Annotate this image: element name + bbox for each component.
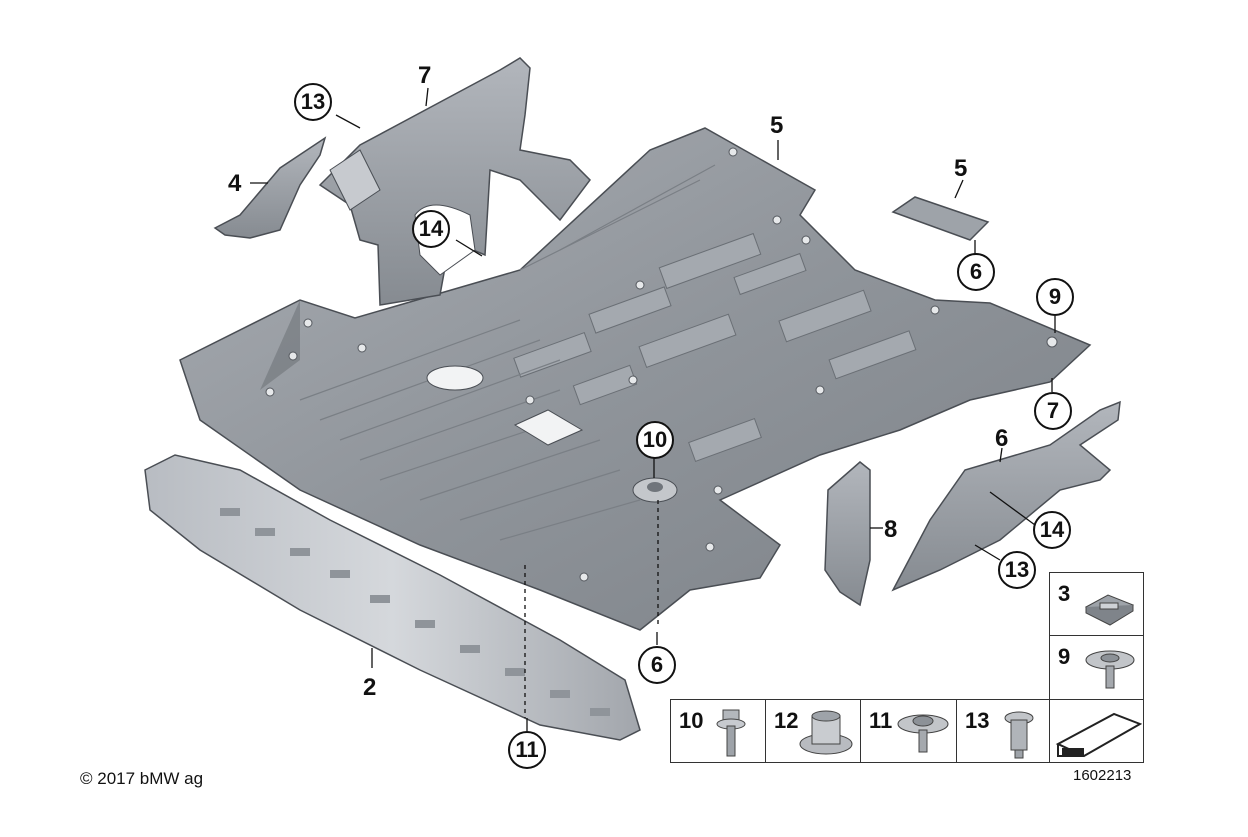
diagram-id: 1602213 xyxy=(1073,767,1132,784)
parts-cell-arrow xyxy=(1049,699,1144,763)
collar-screw-icon xyxy=(897,714,949,753)
parts-cell-12: 12 xyxy=(765,699,861,763)
label-part-5-small: 5 xyxy=(954,155,968,182)
callout-14-left: 14 xyxy=(412,210,450,248)
parts-cell-number: 10 xyxy=(679,708,704,733)
copyright-text: © 2017 bMW ag xyxy=(80,769,204,788)
label-part-8: 8 xyxy=(884,516,898,543)
parts-cell-13: 13 xyxy=(956,699,1050,763)
label-part-7: 7 xyxy=(418,62,432,89)
bracket-part-4 xyxy=(213,136,327,239)
parts-cell-10: 10 xyxy=(670,699,766,763)
clip-nut-icon xyxy=(1084,594,1135,626)
callout-6-bottom: 6 xyxy=(638,646,676,684)
callout-13-topleft: 13 xyxy=(294,83,332,121)
upper-bracket-part-7 xyxy=(318,57,591,306)
callout-6-small: 6 xyxy=(957,253,995,291)
callout-11: 11 xyxy=(508,731,546,769)
parts-cell-number: 11 xyxy=(869,708,893,733)
callout-10: 10 xyxy=(636,421,674,459)
bracket-part-6-right xyxy=(891,400,1121,592)
label-part-6-right: 6 xyxy=(995,425,1009,452)
hex-screw-icon xyxy=(1004,711,1034,759)
panel-part-5-small xyxy=(891,196,990,241)
label-part-2: 2 xyxy=(363,674,377,701)
strut-part-8 xyxy=(824,461,871,607)
parts-cell-11: 11 xyxy=(860,699,957,763)
label-part-5-main: 5 xyxy=(770,112,784,139)
callout-14-right: 14 xyxy=(1033,511,1071,549)
callout-7-right: 7 xyxy=(1034,392,1072,430)
underbody-panel xyxy=(179,127,1092,631)
parts-cell-number: 9 xyxy=(1058,644,1071,669)
label-part-4: 4 xyxy=(228,170,242,197)
callout-9: 9 xyxy=(1036,278,1074,316)
parts-cell-3: 3 xyxy=(1049,572,1144,636)
parts-cell-number: 3 xyxy=(1058,581,1071,606)
parts-cell-number: 12 xyxy=(774,708,799,733)
parts-cell-number: 13 xyxy=(965,708,990,733)
callout-13-right: 13 xyxy=(998,551,1036,589)
nut-icon xyxy=(799,710,853,755)
arrow-direction-icon xyxy=(1055,712,1142,758)
bolt-icon xyxy=(716,709,746,757)
front-cover-part-2 xyxy=(144,454,641,741)
parts-cell-9: 9 xyxy=(1049,635,1144,700)
expanding-rivet-icon xyxy=(1085,650,1135,689)
